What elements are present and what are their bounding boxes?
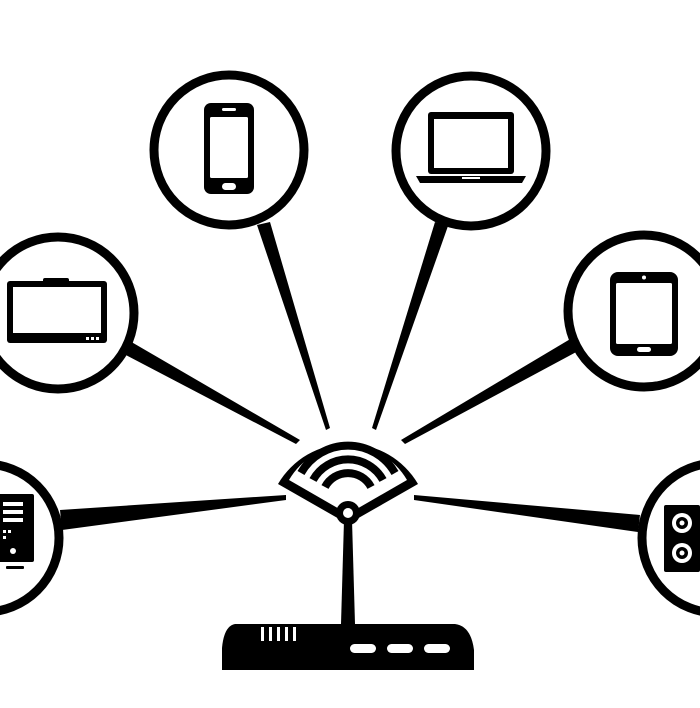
device-bubble-smartphone bbox=[149, 70, 309, 230]
connector-tablet bbox=[401, 338, 580, 444]
connector-monitor bbox=[120, 340, 300, 444]
connector-laptop bbox=[372, 222, 448, 430]
device-bubble-speaker bbox=[637, 460, 700, 616]
device-bubble-monitor bbox=[0, 232, 139, 394]
device-bubble-desktop bbox=[0, 460, 64, 616]
wifi-router-icon bbox=[222, 441, 474, 670]
device-bubble-laptop bbox=[391, 71, 551, 231]
router-status-lights bbox=[350, 644, 450, 653]
speaker-icon bbox=[664, 505, 700, 572]
wifi-signal-icon bbox=[278, 441, 418, 525]
connector-speaker bbox=[414, 495, 640, 532]
smartphone-icon bbox=[204, 103, 254, 194]
monitor-icon bbox=[7, 278, 107, 343]
tablet-icon bbox=[610, 272, 678, 356]
router-vents bbox=[261, 627, 296, 641]
connector-phone bbox=[257, 222, 330, 430]
device-bubble-tablet bbox=[563, 230, 700, 392]
laptop-icon bbox=[416, 112, 526, 183]
desktop-tower-icon bbox=[0, 494, 34, 569]
connector-desktop bbox=[60, 495, 286, 530]
